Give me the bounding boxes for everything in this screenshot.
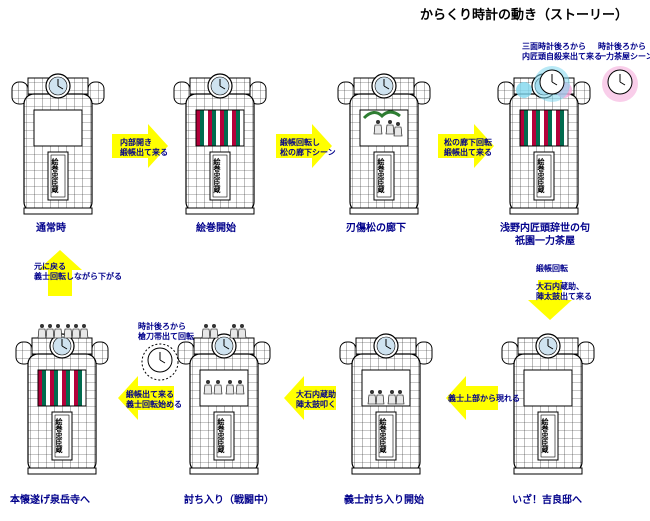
stage-8-tower	[14, 318, 110, 478]
note-line: 一力茶屋シーン	[598, 52, 650, 61]
arrow-note-4-top: 緞帳回転	[536, 264, 568, 273]
curtain	[519, 109, 569, 147]
note-line: 緞帳出て来る	[444, 148, 492, 157]
tower-label-8: 絵巻忠臣蔵	[55, 418, 63, 453]
tower-label-4: 絵巻忠臣蔵	[537, 158, 545, 193]
arrow-down	[528, 280, 572, 320]
stage-3-tower	[336, 58, 432, 218]
stage-4-tower	[496, 58, 592, 218]
tower-label-7: 絵巻忠臣蔵	[217, 418, 225, 453]
tower-diagram	[337, 73, 431, 215]
page-title: からくり時計の動き（ストーリー）	[420, 8, 629, 23]
stage-2-tower	[172, 58, 268, 218]
inset-note-left: 三面時計後ろから 内匠頭自殺来出て来る	[522, 42, 602, 62]
note-line: 義士回転しながら下がる	[34, 272, 122, 281]
note-line: 時計後ろから	[598, 42, 646, 51]
note-line: 緞帳出て来る	[120, 148, 168, 157]
caption-line: 浅野内匠頭辞世の句	[500, 223, 590, 234]
stage-3-caption: 刃傷松の廊下	[346, 223, 406, 234]
inset-note-right: 時計後ろから 一力茶屋シーン	[598, 42, 650, 62]
stage-2-caption: 絵巻開始	[196, 223, 236, 234]
stage-7-caption: 討ち入り（戦闘中）	[184, 495, 274, 506]
clock-icon	[534, 66, 570, 102]
arrow-note-2: 緞帳回転し 松の廊下シーン	[280, 138, 336, 158]
inset-clock-right	[600, 64, 640, 108]
clock-icon	[602, 66, 638, 102]
arrow-right-2	[276, 124, 332, 168]
stage-7-tower	[176, 318, 272, 478]
tower-label-1: 絵巻忠臣蔵	[51, 158, 59, 193]
tower-diagram	[177, 323, 271, 475]
stage-6-caption: 義士討ち入り開始	[344, 495, 424, 506]
tower-diagram	[173, 73, 267, 215]
arrow-note-6: 大石内蔵助 陣太鼓叩く	[296, 390, 336, 410]
tower-diagram	[339, 333, 433, 475]
note-line: 時計後ろから	[138, 322, 186, 331]
stage-8-caption: 本懐遂げ泉岳寺へ	[10, 495, 90, 506]
tower-label-2: 絵巻忠臣蔵	[213, 158, 221, 193]
arrow-note-8: 元に戻る 義士回転しながら下がる	[34, 262, 122, 282]
note-line: 槍刀帯出て回転	[138, 332, 194, 341]
arrow-note-1: 内部開き 緞帳出て来る	[120, 138, 168, 158]
note-line: 内匠頭自殺来出て来る	[522, 52, 602, 61]
arrow-note-5: 義士上部から現れる	[448, 394, 520, 403]
note-line: 陣太鼓叩く	[296, 400, 336, 409]
tower-label-6: 絵巻忠臣蔵	[379, 418, 387, 453]
note-line: 内部開き	[120, 138, 152, 147]
tower-label-5: 絵巻忠臣蔵	[541, 418, 549, 453]
arrow-left-2	[284, 376, 336, 420]
curtain	[37, 369, 87, 407]
inset-note-bottom: 時計後ろから 槍刀帯出て回転	[138, 322, 194, 342]
tower-diagram	[15, 323, 109, 475]
arrow-right-3	[438, 124, 494, 168]
caption-line: 祇園一力茶屋	[515, 236, 575, 247]
note-line: 元に戻る	[34, 262, 66, 271]
note-line: 義士回転始める	[126, 400, 182, 409]
inset-clock-bottom	[140, 342, 180, 386]
arrow-up	[38, 250, 82, 296]
arrow-left-1	[446, 376, 498, 420]
arrow-note-7: 緞帳出て来る 義士回転始める	[126, 390, 182, 410]
note-line: 松の廊下シーン	[280, 148, 336, 157]
stage-5-caption: いざ！吉良邸へ	[512, 495, 582, 506]
stage-6-tower	[338, 318, 434, 478]
tower-diagram	[497, 73, 591, 215]
note-line: 大石内蔵助	[296, 390, 336, 399]
stage-1-caption: 通常時	[36, 223, 66, 234]
note-line: 三面時計後ろから	[522, 42, 586, 51]
arrow-note-4-bottom: 大石内蔵助、 陣太鼓出て来る	[536, 282, 592, 302]
inset-marker-left	[516, 82, 532, 98]
note-line: 陣太鼓出て来る	[536, 292, 592, 301]
note-line: 松の廊下回転	[444, 138, 492, 147]
arrow-right-1	[112, 124, 168, 168]
note-line: 緞帳回転し	[280, 138, 320, 147]
note-line: 緞帳出て来る	[126, 390, 174, 399]
pine-corridor-scene	[362, 110, 403, 137]
note-line: 大石内蔵助、	[536, 282, 584, 291]
inset-clock-left	[532, 64, 572, 108]
stage-1-tower	[10, 58, 106, 218]
stage-4-caption: 浅野内匠頭辞世の句 祇園一力茶屋	[500, 222, 590, 248]
tower-label-3: 絵巻忠臣蔵	[377, 158, 385, 193]
tower-diagram	[11, 73, 105, 215]
curtain	[195, 109, 245, 147]
arrow-note-3: 松の廊下回転 緞帳出て来る	[444, 138, 492, 158]
arrow-left-3	[118, 376, 174, 420]
clock-icon	[141, 343, 179, 381]
